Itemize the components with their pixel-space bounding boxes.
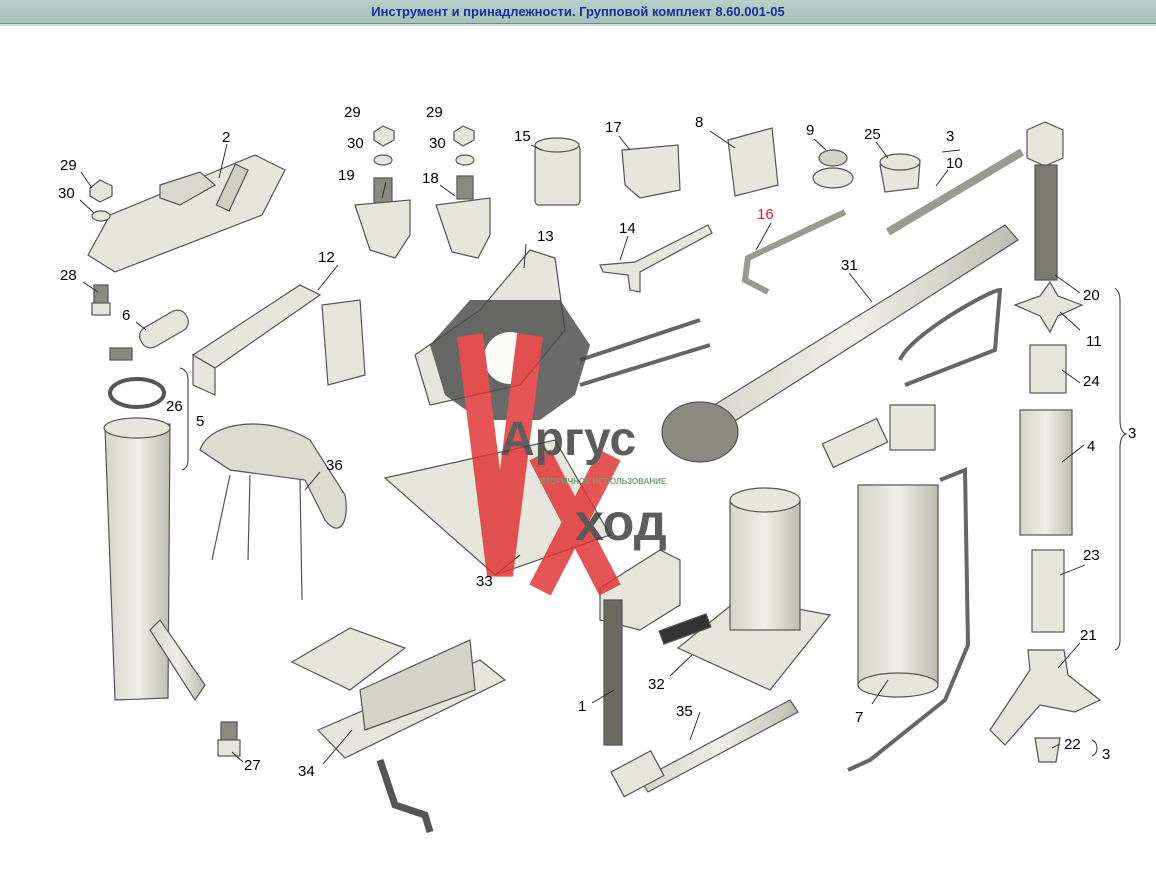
part-helmet-36[interactable] xyxy=(199,423,347,601)
part-washer-30-right[interactable] xyxy=(455,154,475,166)
label-36[interactable]: 36 xyxy=(326,457,343,474)
label-26[interactable]: 26 xyxy=(166,398,183,415)
label-6[interactable]: 6 xyxy=(122,307,130,324)
label-14[interactable]: 14 xyxy=(619,220,636,237)
label-13[interactable]: 13 xyxy=(537,228,554,245)
watermark-text-small: ВТОРИЧНОЕ ИСПОЛЬЗОВАНИЕ xyxy=(540,477,667,486)
part-hoses xyxy=(579,287,1003,387)
part-fitting-18[interactable] xyxy=(435,175,491,259)
watermark-letter-x-icon xyxy=(529,449,621,596)
watermark-text-top: Аргус xyxy=(500,413,636,466)
part-bracket-12[interactable] xyxy=(191,284,366,396)
part-nut-9[interactable] xyxy=(812,149,854,189)
part-tank-7[interactable] xyxy=(847,467,971,772)
watermark: Аргус ход ВТОРИЧНОЕ ИСПОЛЬЗОВАНИЕ xyxy=(430,300,667,596)
watermark-text-bottom: ход xyxy=(575,494,667,552)
label-29-left[interactable]: 29 xyxy=(60,157,77,174)
part-fitting-27[interactable] xyxy=(217,721,241,757)
label-25[interactable]: 25 xyxy=(864,126,881,143)
label-30-left[interactable]: 30 xyxy=(58,185,75,202)
part-hydraulic-jack-32[interactable] xyxy=(658,487,832,691)
part-fitting-19[interactable] xyxy=(354,177,411,259)
label-33[interactable]: 33 xyxy=(476,573,493,590)
label-27[interactable]: 27 xyxy=(244,757,261,774)
label-21[interactable]: 21 xyxy=(1080,627,1097,644)
part-pump-35[interactable] xyxy=(610,699,799,798)
label-16[interactable]: 16 xyxy=(757,206,774,223)
label-29-middle[interactable]: 29 xyxy=(344,104,361,121)
label-9[interactable]: 9 xyxy=(806,122,814,139)
label-1[interactable]: 1 xyxy=(578,698,586,715)
label-2[interactable]: 2 xyxy=(222,129,230,146)
part-nut-29-left[interactable] xyxy=(373,125,395,147)
label-8[interactable]: 8 xyxy=(695,114,703,131)
title-divider xyxy=(0,24,1156,26)
label-15[interactable]: 15 xyxy=(514,128,531,145)
label-10[interactable]: 10 xyxy=(946,155,963,172)
part-cap-25[interactable] xyxy=(879,153,921,193)
part-wrench-14[interactable] xyxy=(599,224,713,293)
label-24[interactable]: 24 xyxy=(1083,373,1100,390)
group-braces xyxy=(179,149,1128,757)
part-cap-22[interactable] xyxy=(1034,737,1061,763)
label-22[interactable]: 22 xyxy=(1064,736,1081,753)
label-3-bottom[interactable]: 3 xyxy=(1102,746,1110,763)
label-29-right[interactable]: 29 xyxy=(426,104,443,121)
label-30-right[interactable]: 30 xyxy=(429,135,446,152)
label-31[interactable]: 31 xyxy=(841,257,858,274)
part-jack-screw-1[interactable] xyxy=(599,549,681,746)
label-7[interactable]: 7 xyxy=(855,709,863,726)
part-socket-15[interactable] xyxy=(534,137,581,206)
label-12[interactable]: 12 xyxy=(318,249,335,266)
part-nozzle[interactable] xyxy=(821,404,936,469)
part-tool-box[interactable] xyxy=(87,154,286,273)
part-socket-8[interactable] xyxy=(727,127,779,197)
label-20[interactable]: 20 xyxy=(1083,287,1100,304)
label-23[interactable]: 23 xyxy=(1083,547,1100,564)
window-title: Инструмент и принадлежности. Групповой к… xyxy=(0,0,1156,24)
part-rod-10[interactable] xyxy=(885,148,1025,236)
label-3-right[interactable]: 3 xyxy=(1128,425,1136,442)
part-socket-17[interactable] xyxy=(621,144,681,199)
part-nut-29-right[interactable] xyxy=(453,125,475,147)
part-base-21[interactable] xyxy=(989,649,1102,746)
part-washer-30[interactable] xyxy=(91,210,111,222)
part-labels: 2 29 30 28 6 26 5 12 36 27 34 29 30 19 2… xyxy=(58,104,1136,780)
part-sleeve-23[interactable] xyxy=(1031,549,1065,633)
part-stand-34[interactable] xyxy=(290,627,507,833)
part-body-4[interactable] xyxy=(1019,409,1073,536)
part-rod-16[interactable] xyxy=(741,209,847,295)
label-30-middle[interactable]: 30 xyxy=(347,135,364,152)
parts-diagram: Аргус ход ВТОРИЧНОЕ ИСПОЛЬЗОВАНИЕ 2 29 3… xyxy=(58,104,1136,833)
label-5[interactable]: 5 xyxy=(196,413,204,430)
part-handle-6[interactable] xyxy=(109,306,192,361)
leader-lines xyxy=(79,130,1086,765)
label-19[interactable]: 19 xyxy=(338,167,355,184)
label-18[interactable]: 18 xyxy=(422,170,439,187)
label-17[interactable]: 17 xyxy=(605,119,622,136)
part-sprayer-31[interactable] xyxy=(661,224,1019,463)
watermark-letter-a-icon xyxy=(457,333,543,577)
part-washer-30-left[interactable] xyxy=(373,154,393,166)
part-cross-11[interactable] xyxy=(1013,280,1084,334)
label-35[interactable]: 35 xyxy=(676,703,693,720)
part-sleeve-24[interactable] xyxy=(1029,344,1067,394)
label-11[interactable]: 11 xyxy=(1086,333,1102,350)
part-bolt-28[interactable] xyxy=(91,284,111,316)
label-32[interactable]: 32 xyxy=(648,676,665,693)
label-28[interactable]: 28 xyxy=(60,267,77,284)
label-4[interactable]: 4 xyxy=(1087,438,1095,455)
label-34[interactable]: 34 xyxy=(298,763,315,780)
part-screw-20[interactable] xyxy=(1026,121,1064,281)
label-3-top[interactable]: 3 xyxy=(946,128,954,145)
part-nut-29[interactable] xyxy=(89,179,113,203)
part-tube-5[interactable] xyxy=(103,417,206,702)
part-ring-26[interactable] xyxy=(108,377,166,409)
